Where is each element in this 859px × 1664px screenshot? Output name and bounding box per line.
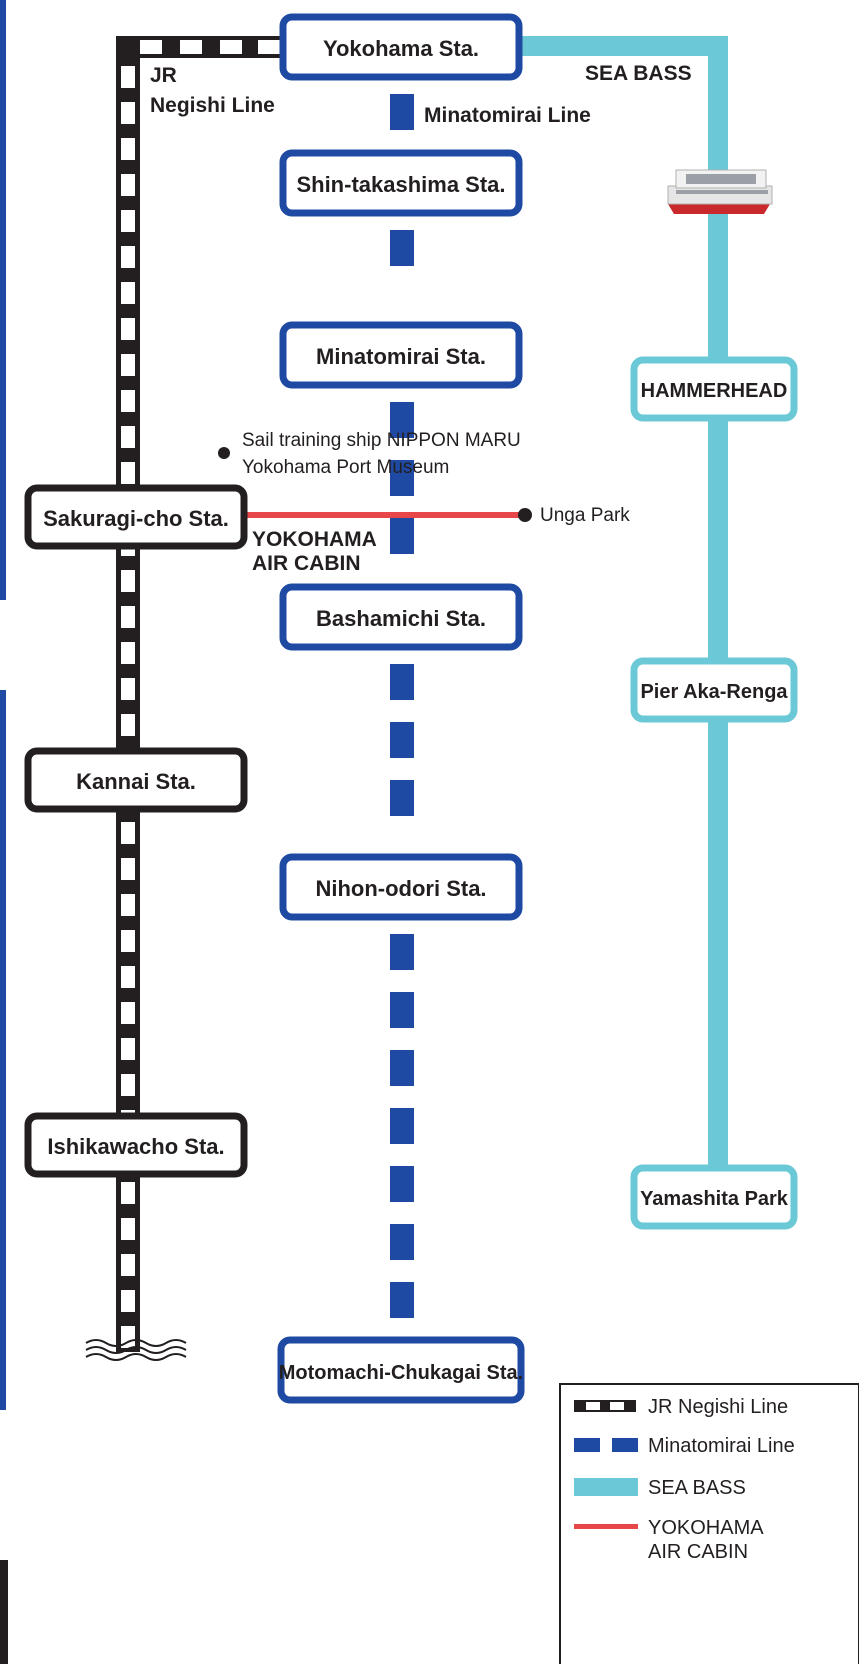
svg-text:Kannai Sta.: Kannai Sta. (76, 769, 196, 794)
poi-nippon-maru: Sail training ship NIPPON MARU Yokohama … (242, 430, 521, 478)
legend-air-cabin-label-2: AIR CABIN (648, 1541, 748, 1563)
stop-yamashita-park[interactable]: Yamashita Park (630, 1164, 798, 1230)
legend-air-cabin-label: YOKOHAMA (648, 1517, 764, 1539)
station-kannai[interactable]: Kannai Sta. (24, 747, 248, 813)
sea-bass-boat-icon (667, 169, 773, 214)
legend: JR Negishi Line Minatomirai Line SEA BAS… (559, 1383, 859, 1664)
legend-minatomirai-swatch (574, 1438, 638, 1452)
stop-pier-aka-renga[interactable]: Pier Aka-Renga (630, 657, 798, 723)
svg-text:Yokohama Port Museum: Yokohama Port Museum (242, 457, 449, 478)
legend-jr-label: JR Negishi Line (648, 1396, 788, 1418)
svg-text:JR: JR (150, 64, 177, 87)
stop-hammerhead[interactable]: HAMMERHEAD (630, 356, 798, 422)
poi-dot-icon (518, 508, 532, 522)
station-bashamichi[interactable]: Bashamichi Sta. (279, 583, 523, 651)
station-yokohama[interactable]: Yokohama Sta. (279, 13, 523, 81)
svg-text:Shin-takashima Sta.: Shin-takashima Sta. (296, 172, 505, 197)
svg-text:Negishi Line: Negishi Line (150, 94, 275, 117)
svg-text:Minatomirai Sta.: Minatomirai Sta. (316, 344, 486, 369)
legend-minatomirai-label: Minatomirai Line (648, 1435, 795, 1457)
svg-text:Motomachi-Chukagai Sta.: Motomachi-Chukagai Sta. (279, 1362, 523, 1384)
legend-sea-bass-label: SEA BASS (648, 1477, 746, 1499)
svg-text:Sakuragi-cho Sta.: Sakuragi-cho Sta. (43, 506, 229, 531)
poi-dot-icon (218, 447, 230, 459)
station-shin-takashima[interactable]: Shin-takashima Sta. (279, 149, 523, 217)
station-ishikawacho[interactable]: Ishikawacho Sta. (24, 1112, 248, 1178)
wavy-line-end-icon (85, 1339, 187, 1361)
svg-text:Bashamichi Sta.: Bashamichi Sta. (316, 606, 486, 631)
legend-air-cabin-swatch (574, 1524, 638, 1529)
legend-sea-bass-swatch (574, 1478, 638, 1496)
svg-text:Pier Aka-Renga: Pier Aka-Renga (640, 681, 788, 703)
svg-text:Yokohama Sta.: Yokohama Sta. (323, 36, 479, 61)
station-motomachi-chukagai[interactable]: Motomachi-Chukagai Sta. (277, 1336, 525, 1404)
svg-text:YOKOHAMA: YOKOHAMA (252, 528, 377, 551)
svg-text:HAMMERHEAD: HAMMERHEAD (641, 380, 788, 402)
minatomirai-line (390, 94, 414, 1318)
label-sea-bass: SEA BASS (585, 62, 692, 85)
svg-text:Sail training ship NIPPON MARU: Sail training ship NIPPON MARU (242, 430, 521, 451)
svg-text:Yamashita Park: Yamashita Park (640, 1188, 789, 1210)
station-minatomirai[interactable]: Minatomirai Sta. (279, 321, 523, 389)
station-sakuragicho[interactable]: Sakuragi-cho Sta. (24, 484, 248, 550)
label-minatomirai-line: Minatomirai Line (424, 104, 591, 127)
sea-bass-line (522, 36, 728, 1195)
air-cabin-line (244, 512, 526, 518)
svg-text:Ishikawacho Sta.: Ishikawacho Sta. (47, 1134, 224, 1159)
svg-text:Nihon-odori Sta.: Nihon-odori Sta. (315, 876, 486, 901)
label-air-cabin: YOKOHAMA AIR CABIN (252, 528, 377, 575)
station-nihon-odori[interactable]: Nihon-odori Sta. (279, 853, 523, 921)
svg-text:AIR CABIN: AIR CABIN (252, 552, 361, 575)
poi-unga-park: Unga Park (540, 505, 630, 526)
label-jr-negishi: JR Negishi Line (150, 64, 275, 117)
legend-jr-swatch (574, 1400, 636, 1412)
frame-edge (0, 0, 8, 1664)
